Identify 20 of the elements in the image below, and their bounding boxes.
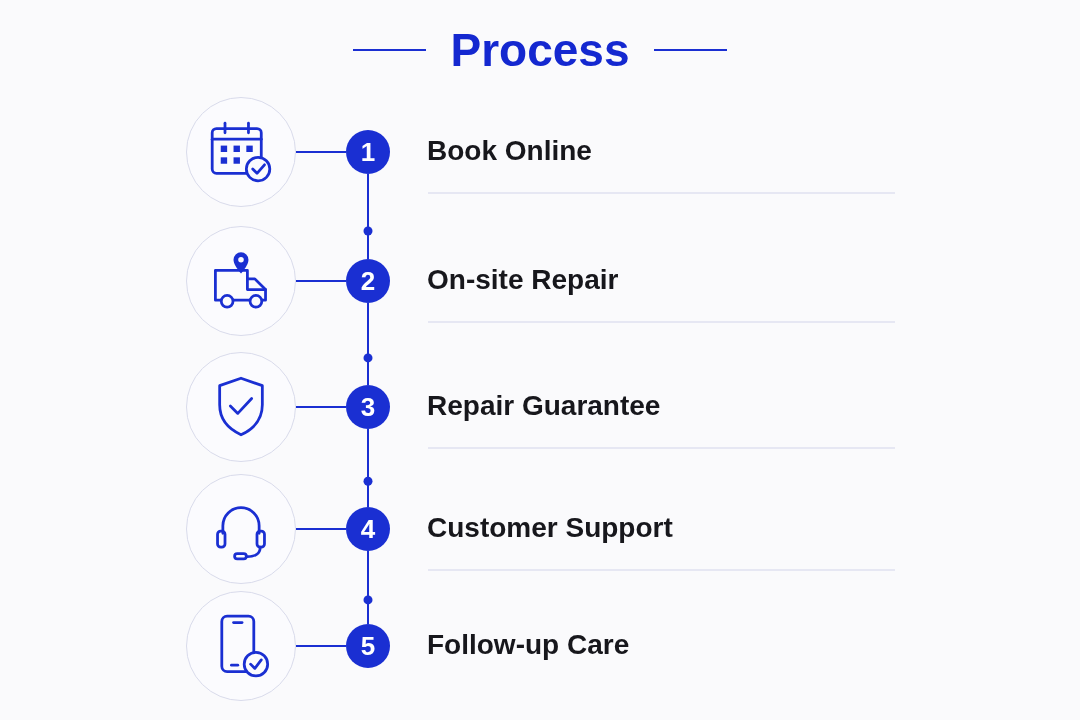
connector-line: [295, 528, 347, 530]
step-title: On-site Repair: [427, 263, 619, 297]
step-number: 4: [346, 507, 390, 551]
connector-line: [295, 151, 347, 153]
connector-line: [367, 302, 369, 386]
connector-line: [295, 645, 347, 647]
step-title: Repair Guarantee: [427, 389, 661, 423]
connector-line: [295, 280, 347, 282]
step-number: 5: [346, 624, 390, 668]
connector-line: [367, 173, 369, 260]
step-number: 3: [346, 385, 390, 429]
step-title: Book Online: [427, 134, 592, 168]
connector-line: [295, 406, 347, 408]
step-title: Customer Support: [427, 511, 673, 545]
connector-line: [367, 428, 369, 508]
step-number: 1: [346, 130, 390, 174]
step-number: 2: [346, 259, 390, 303]
connector-line: [367, 550, 369, 625]
step-title: Follow-up Care: [427, 628, 630, 662]
title: Process: [450, 23, 630, 78]
